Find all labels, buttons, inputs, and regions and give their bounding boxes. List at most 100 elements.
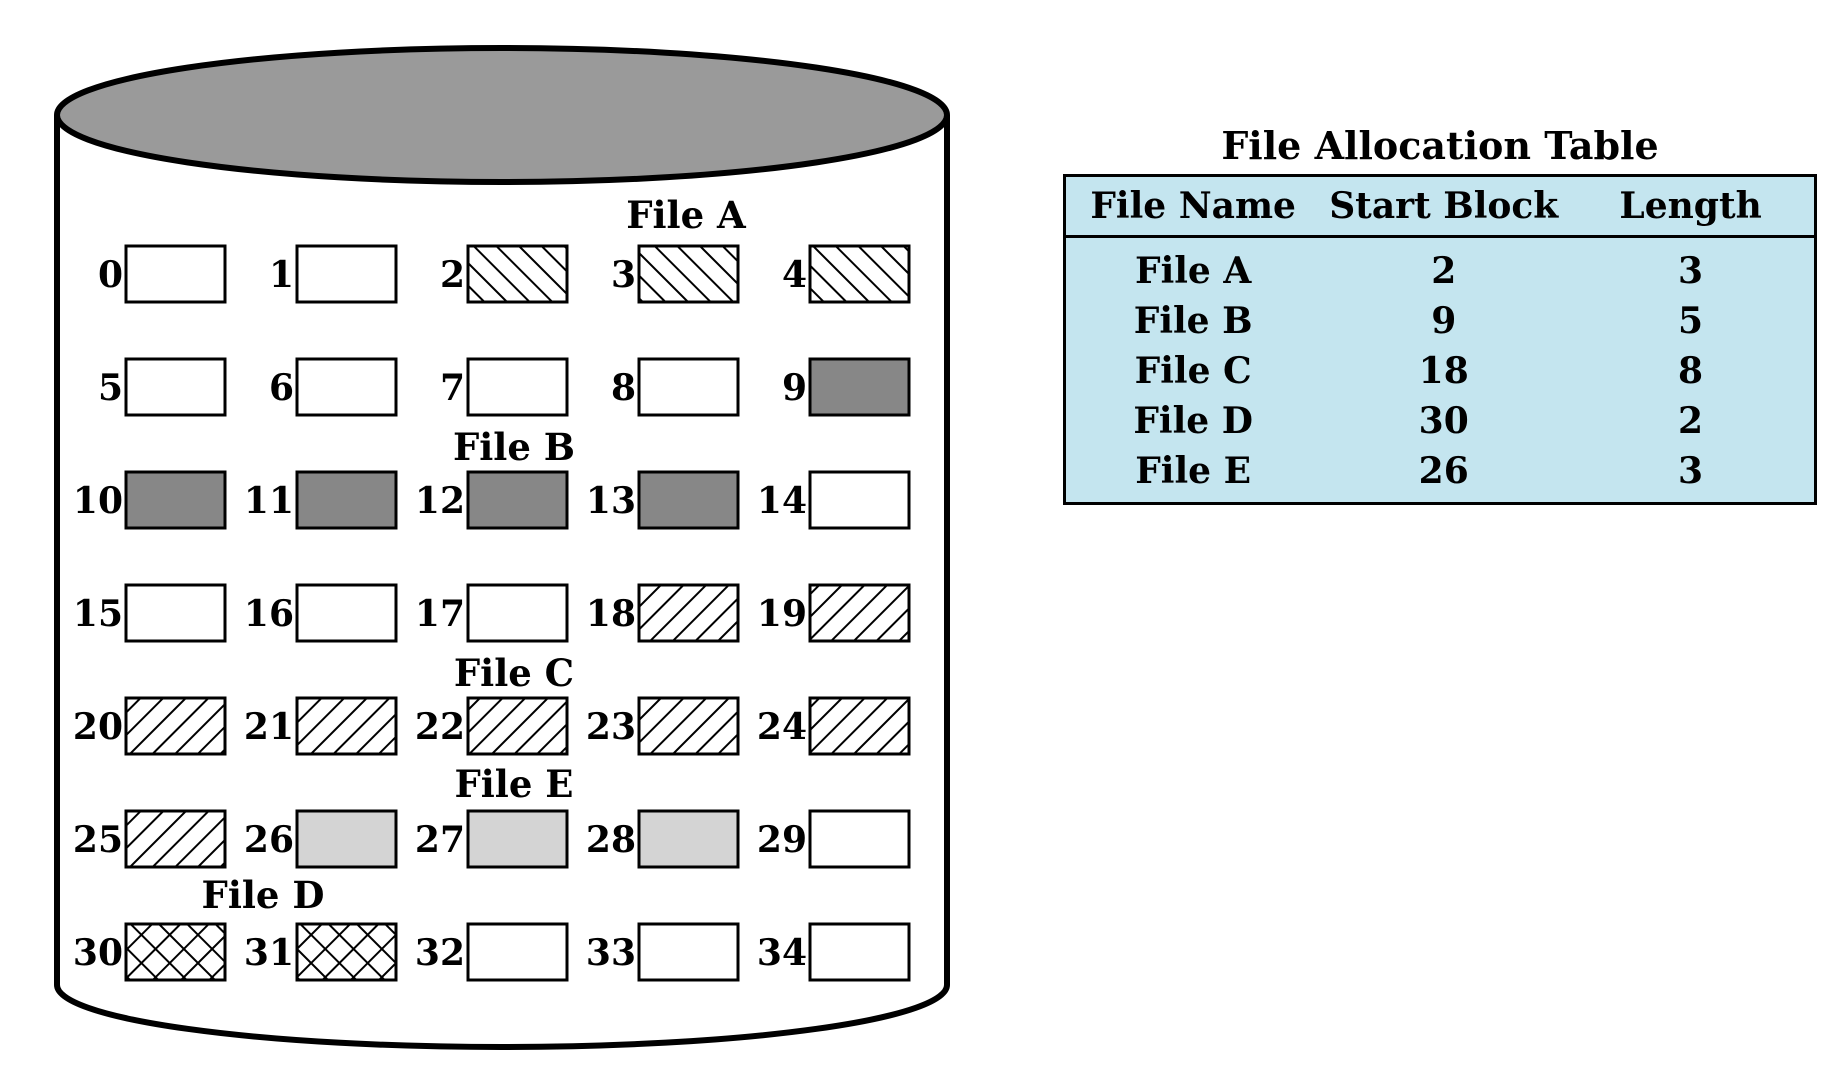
disk-block: 29	[757, 809, 911, 869]
fat-table: File Name Start Block Length File A 2 3 …	[1066, 177, 1814, 502]
block-number: 19	[757, 593, 807, 635]
block-rect-file-c	[295, 696, 398, 756]
block-rect-empty	[808, 809, 911, 869]
block-number: 30	[73, 932, 123, 974]
disk-block: 34	[757, 922, 911, 982]
disk-block: 0	[98, 244, 227, 304]
block-rect-file-c	[637, 696, 740, 756]
block-number: 25	[73, 819, 123, 861]
table-header-row: File Name Start Block Length	[1066, 177, 1814, 238]
block-number: 29	[757, 819, 807, 861]
cell-file-name: File E	[1135, 450, 1252, 492]
cell-start-block: 9	[1431, 300, 1457, 342]
block-rect-empty	[808, 470, 911, 530]
block-number: 4	[782, 254, 807, 296]
header-length: Length	[1567, 177, 1814, 238]
block-number: 6	[269, 367, 294, 409]
block-rect-file-b	[808, 357, 911, 417]
block-number: 5	[98, 367, 123, 409]
block-rect-file-a	[466, 244, 569, 304]
block-rect-empty	[466, 357, 569, 417]
block-rect-empty	[466, 583, 569, 643]
cell-length: 8	[1678, 350, 1704, 392]
block-rect-file-c	[808, 696, 911, 756]
block-number: 7	[440, 367, 465, 409]
disk-block: 5	[98, 357, 227, 417]
disk-cylinder	[54, 45, 950, 1050]
cell-start-block: 18	[1418, 350, 1469, 392]
block-number: 15	[73, 593, 123, 635]
block-rect-file-e	[637, 809, 740, 869]
disk-block: 22	[415, 696, 569, 756]
block-number: 32	[415, 932, 465, 974]
table-row: File A 2 3	[1066, 237, 1814, 297]
block-rect-file-d	[124, 922, 227, 982]
block-rect-file-d	[295, 922, 398, 982]
disk-block: 18	[586, 583, 740, 643]
disk-block: 9	[782, 357, 911, 417]
block-number: 14	[757, 480, 807, 522]
block-rect-empty	[295, 357, 398, 417]
cell-start-block: 30	[1418, 400, 1469, 442]
disk-block: 33	[586, 922, 740, 982]
table-row: File B 9 5	[1066, 296, 1814, 346]
block-number: 31	[244, 932, 294, 974]
block-rect-empty	[466, 922, 569, 982]
block-rect-empty	[808, 922, 911, 982]
block-number: 11	[244, 480, 294, 522]
disk-block: 11	[244, 470, 398, 530]
block-number: 20	[73, 706, 123, 748]
table-row: File E 26 3	[1066, 446, 1814, 502]
block-number: 16	[244, 593, 294, 635]
block-rect-empty	[637, 357, 740, 417]
disk-block: 21	[244, 696, 398, 756]
block-rect-file-c	[124, 696, 227, 756]
block-number: 27	[415, 819, 465, 861]
cell-length: 3	[1678, 450, 1704, 492]
block-rect-empty	[637, 922, 740, 982]
cell-length: 5	[1678, 300, 1704, 342]
block-rect-empty	[295, 244, 398, 304]
disk-block: 7	[440, 357, 569, 417]
table-row: File C 18 8	[1066, 346, 1814, 396]
header-start-block: Start Block	[1320, 177, 1568, 238]
disk-block: 15	[73, 583, 227, 643]
block-number: 26	[244, 819, 294, 861]
block-number: 21	[244, 706, 294, 748]
disk-block: 4	[782, 244, 911, 304]
table-box: File Name Start Block Length File A 2 3 …	[1063, 174, 1817, 505]
block-number: 24	[757, 706, 807, 748]
block-rect-file-b	[466, 470, 569, 530]
block-number: 34	[757, 932, 807, 974]
disk-block: 10	[73, 470, 227, 530]
block-number: 23	[586, 706, 636, 748]
disk-block: 26	[244, 809, 398, 869]
block-rect-file-e	[295, 809, 398, 869]
disk-block: 3	[611, 244, 740, 304]
file-d-label: File D	[202, 873, 325, 917]
block-rect-file-c	[466, 696, 569, 756]
disk-block: 30	[73, 922, 227, 982]
disk-block: 28	[586, 809, 740, 869]
block-number: 17	[415, 593, 465, 635]
disk-block: 6	[269, 357, 398, 417]
block-rect-empty	[124, 357, 227, 417]
block-number: 10	[73, 480, 123, 522]
block-rect-file-b	[124, 470, 227, 530]
block-number: 0	[98, 254, 123, 296]
file-a-label: File A	[626, 193, 747, 237]
file-c-label: File C	[454, 651, 574, 695]
block-number: 22	[415, 706, 465, 748]
disk-block: 2	[440, 244, 569, 304]
block-rect-file-c	[124, 809, 227, 869]
table-title: File Allocation Table	[1221, 123, 1659, 168]
cell-file-name: File A	[1135, 250, 1252, 292]
disk-block: 20	[73, 696, 227, 756]
table-row: File D 30 2	[1066, 396, 1814, 446]
disk-block: 19	[757, 583, 911, 643]
disk-block: 16	[244, 583, 398, 643]
cell-length: 2	[1678, 400, 1704, 442]
cell-start-block: 26	[1418, 450, 1469, 492]
